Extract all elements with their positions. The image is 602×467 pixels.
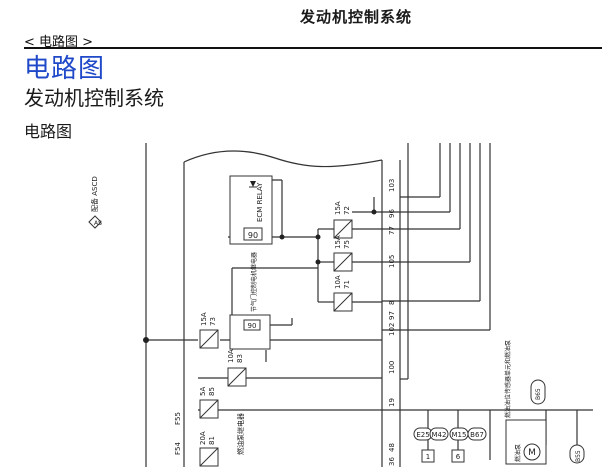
terminal-number: 105 — [388, 255, 396, 268]
motor-symbol: M — [528, 448, 536, 458]
fuse-number: 85 — [208, 387, 216, 396]
fuse-number: 72 — [343, 206, 351, 215]
connector-label: F54 — [174, 442, 182, 455]
fuse-number: 81 — [208, 436, 216, 445]
fuse-rating: 15A — [334, 235, 342, 249]
relay2-box-label: 90 — [248, 322, 257, 330]
fuse-number: 75 — [343, 240, 351, 249]
fuel-pump-relay-label: 燃油泵继电器 — [236, 413, 245, 455]
connector-id: B67 — [470, 431, 484, 439]
terminal-number: 8 — [388, 301, 396, 305]
terminal-number: 103 — [388, 179, 396, 192]
fuse-rating: 20A — [199, 431, 207, 445]
terminal-number: 48 — [388, 443, 396, 452]
terminal-number: 97 — [388, 311, 396, 320]
fuse-number: 73 — [209, 317, 217, 326]
as-marker: AS — [94, 220, 102, 227]
fuel-pump-group: 燃油油位传感器单元和燃油泵 B65 燃油泵 M B55 — [504, 340, 585, 465]
relay2-label: 节气门控制电机继电器 — [250, 252, 258, 312]
running-title: 发动机控制系统 — [300, 8, 413, 26]
ecm-relay: 90 ECM RELAY — [229, 175, 273, 245]
connector-id: E25 — [416, 431, 429, 439]
fuel-level-sensor-label: 燃油油位传感器单元和燃油泵 — [504, 340, 512, 418]
connector-id: M42 — [432, 431, 447, 439]
relay-box-label: 90 — [248, 231, 258, 240]
relay-label: ECM RELAY — [256, 182, 264, 222]
diagram-title: 电路图 — [24, 122, 73, 141]
fuel-pump-label: 燃油泵 — [514, 444, 522, 462]
fuse-number: 71 — [343, 280, 351, 289]
connector-pin: 6 — [456, 453, 461, 461]
ascd-label: 配备 ASCD — [90, 176, 99, 212]
terminal-number: 77 — [388, 226, 396, 235]
fuse-rating: 10A — [334, 275, 342, 289]
header-rule — [24, 47, 602, 49]
fuse-rating: 15A — [334, 201, 342, 215]
terminal-number: 102 — [388, 323, 396, 336]
fuse-rating: 15A — [200, 312, 208, 326]
breadcrumb[interactable]: < 电路图 > — [24, 35, 94, 50]
fuse-rating: 5A — [199, 387, 207, 396]
page-subtitle: 发动机控制系统 — [24, 86, 164, 110]
connector-id: M15 — [452, 431, 467, 439]
running-header: 发动机控制系统 — [0, 6, 602, 28]
connector-id: B55 — [575, 450, 582, 462]
terminal-number: 96 — [388, 209, 396, 218]
fuse-number: 83 — [236, 354, 244, 363]
terminal-number: 36 — [388, 457, 396, 466]
terminal-number: 100 — [388, 361, 396, 374]
terminal-number: 19 — [388, 398, 396, 407]
throttle-relay: 90 节气门控制电机继电器 — [229, 252, 271, 350]
section-title: 电路图 — [24, 54, 106, 84]
connector-id: B65 — [535, 388, 542, 400]
fuse-rating: 10A — [227, 349, 235, 363]
connector-pin: 1 — [426, 453, 430, 461]
connector-label: F55 — [174, 412, 182, 425]
